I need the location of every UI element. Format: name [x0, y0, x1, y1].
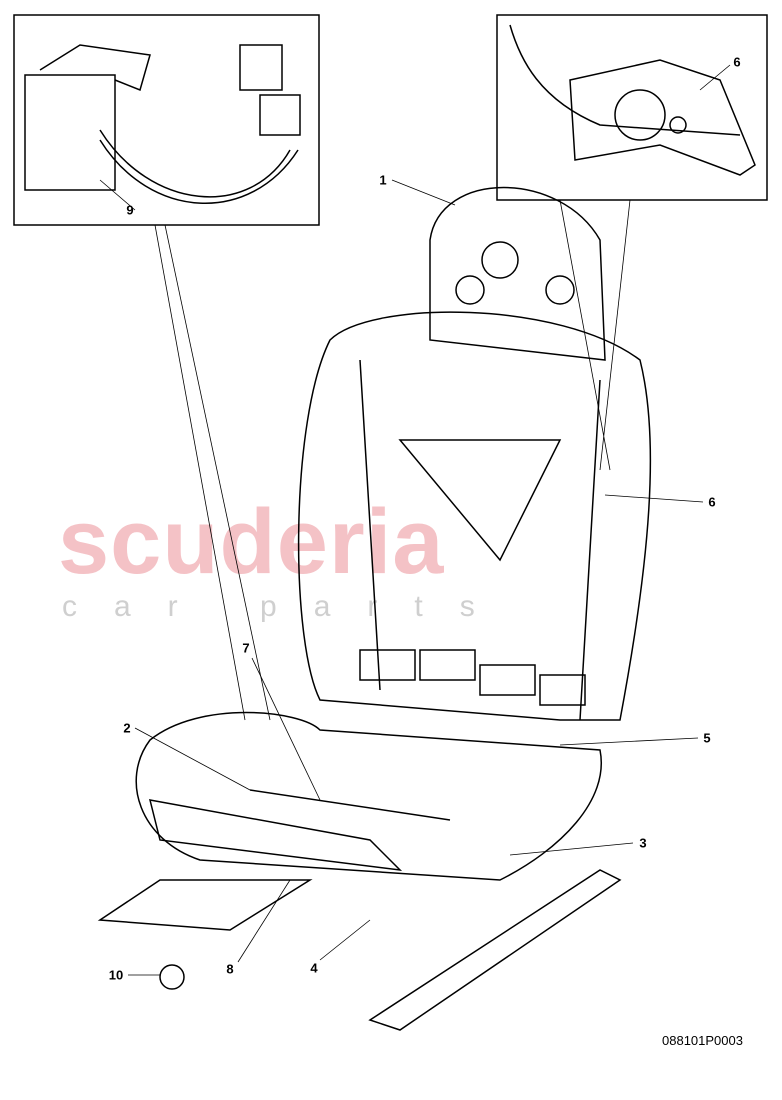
callout-9: 9 [126, 202, 134, 218]
callout-7: 7 [242, 640, 250, 656]
callout-lines [99, 64, 731, 976]
callout-8: 8 [226, 961, 234, 977]
watermark-sub: car parts [62, 590, 512, 623]
diagram-code: 088101P0003 [662, 1033, 743, 1048]
inset-box-recliner [496, 14, 768, 201]
callout-6-inset: 6 [733, 54, 741, 70]
watermark-brand: scuderia [58, 491, 445, 593]
callout-1: 1 [379, 172, 387, 188]
cap-part-10 [159, 964, 185, 990]
callout-4: 4 [310, 960, 318, 976]
backrest-frame [297, 186, 652, 721]
callout-6: 6 [708, 494, 716, 510]
seat-rails [97, 869, 622, 1031]
recliner-mechanism-drawing [509, 24, 756, 176]
leader-inset-9 [154, 224, 271, 721]
callout-3: 3 [639, 835, 647, 851]
leader-inset-6 [559, 199, 631, 471]
control-unit-drawing [24, 44, 301, 205]
seat-cushion-frame [135, 711, 602, 881]
callout-2: 2 [123, 720, 131, 736]
callout-5: 5 [703, 730, 711, 746]
inset-box-wiring [13, 14, 320, 226]
callout-10: 10 [108, 967, 124, 983]
